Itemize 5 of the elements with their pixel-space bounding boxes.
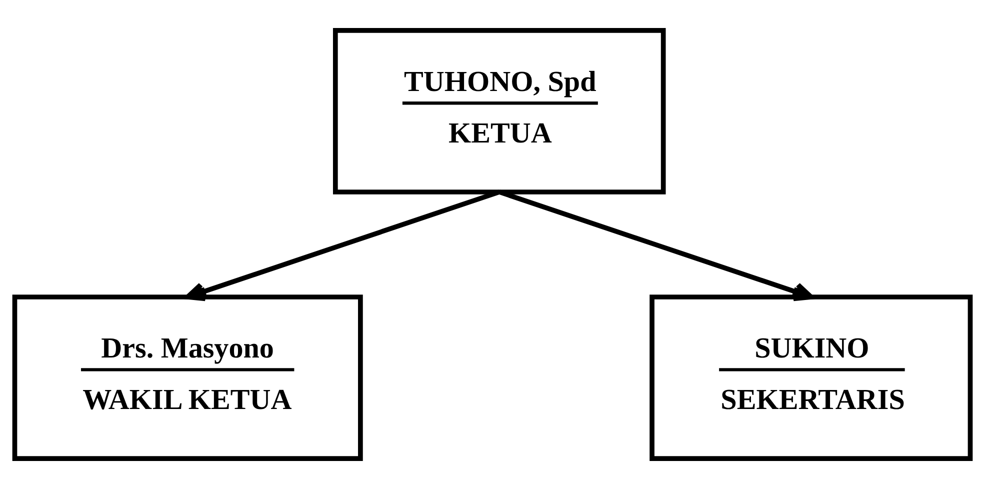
arrow [185,190,500,302]
node-box: SUKINO SEKERTARIS [650,294,973,461]
arrow [498,190,814,302]
node-box: TUHONO, Spd KETUA [332,28,666,194]
node-box: Drs. Masyono WAKIL KETUA [12,294,363,461]
